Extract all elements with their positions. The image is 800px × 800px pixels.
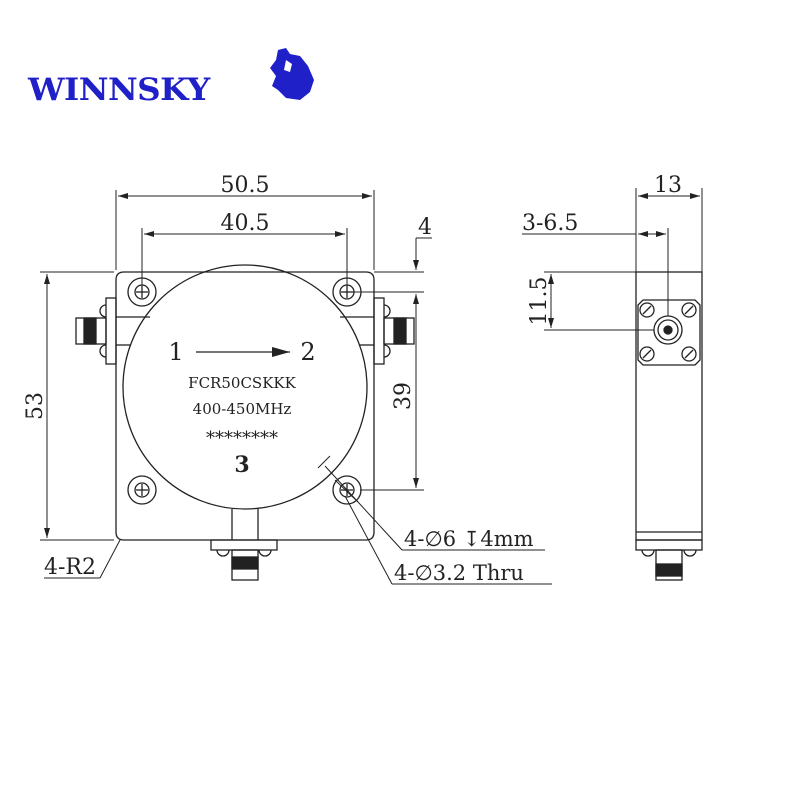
side-connector-screw: [639, 302, 655, 318]
brand-name: WINNSKY: [28, 72, 210, 108]
port-label-2: 2: [300, 338, 315, 366]
label-corner-radius: 4-R2: [44, 555, 96, 580]
label-side-connector-x: 3-6.5: [522, 211, 578, 236]
serial-label: ********: [206, 428, 278, 449]
winnsky-logo: WINNSKY: [28, 48, 314, 110]
dim-side-thickness: [635, 188, 703, 272]
label-hole-spacing-y: 39: [391, 382, 416, 410]
leader-corner-radius: [44, 539, 121, 579]
globe-icon: [270, 48, 314, 100]
label-width-overall: 50.5: [221, 173, 270, 198]
connector-port-1: [75, 297, 117, 365]
mounting-hole-bl: [127, 475, 157, 505]
frequency-label: 400-450MHz: [193, 400, 292, 418]
port-label-1: 1: [168, 338, 183, 366]
connector-port-3: [210, 539, 278, 581]
side-view-body: [635, 271, 703, 581]
connector-port-2: [373, 297, 415, 365]
dim-side-connector-y: [544, 271, 654, 331]
dim-hole-spacing-y: [352, 237, 432, 491]
label-thru-hole: 4-∅3.2 Thru: [394, 561, 524, 585]
label-hole-spacing-x: 40.5: [221, 211, 270, 236]
port-label-3: 3: [234, 452, 249, 478]
leader-thru-hole: [334, 479, 552, 585]
label-hole-offset-top: 4: [418, 215, 432, 240]
leader-counterbore: [317, 455, 545, 551]
dim-hole-spacing-x: [141, 228, 348, 290]
dim-width-overall: [115, 190, 375, 270]
label-side-thickness: 13: [654, 173, 682, 198]
dim-side-connector-x: [522, 228, 669, 316]
label-side-connector-y: 11.5: [527, 277, 552, 326]
label-height-overall: 53: [23, 392, 48, 420]
label-counterbore: 4-∅6 ↧4mm: [404, 527, 534, 551]
dim-height-overall: [40, 271, 114, 541]
model-label: FCR50CSKKK: [188, 374, 296, 392]
